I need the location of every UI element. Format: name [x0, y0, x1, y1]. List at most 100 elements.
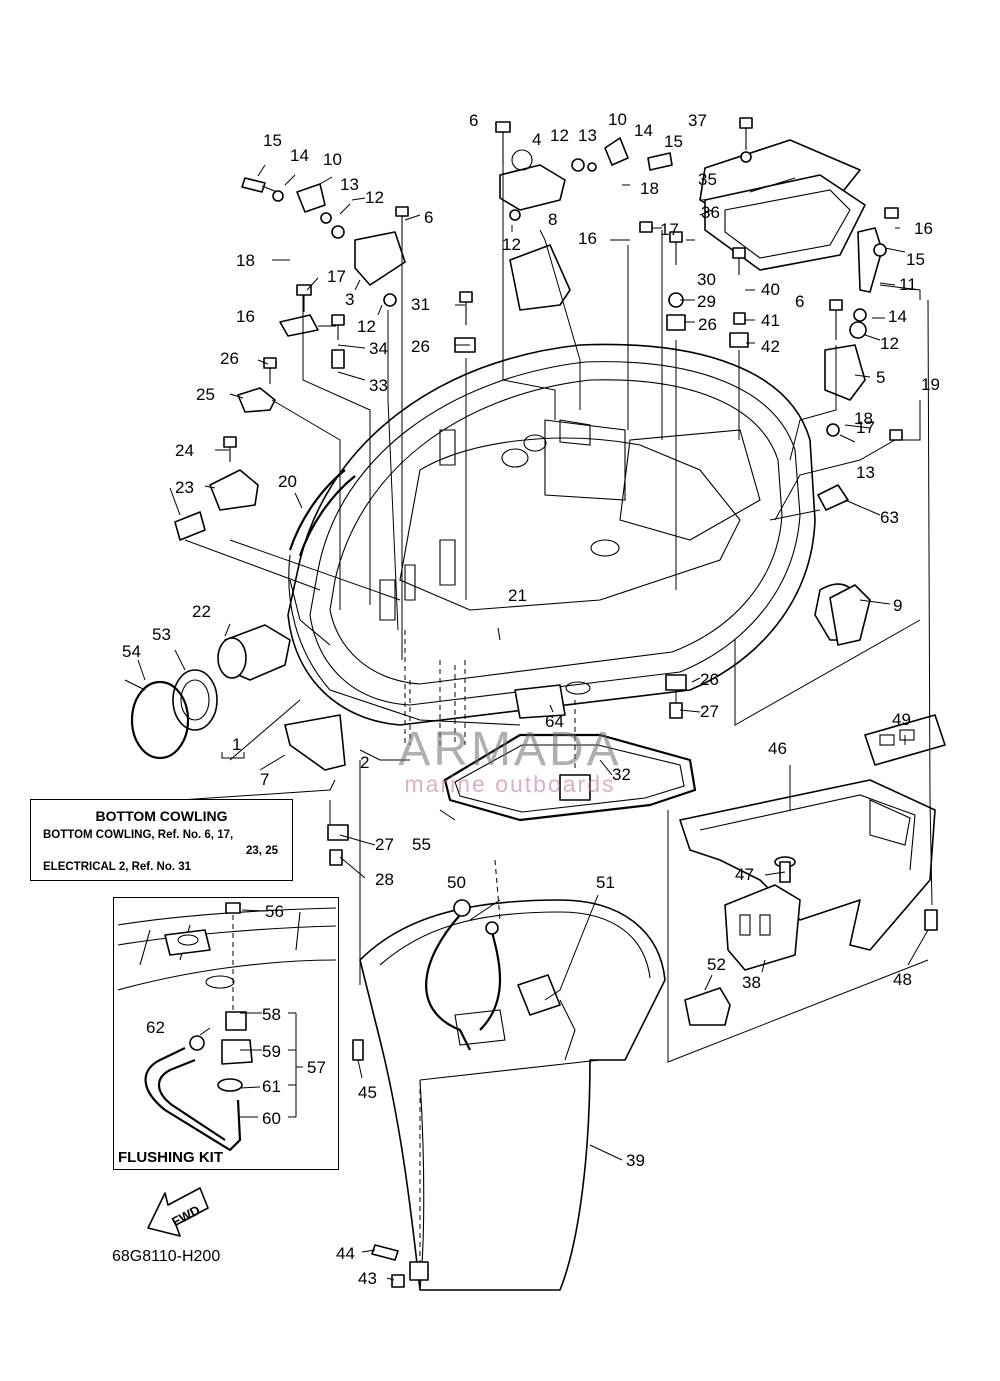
callout-52: 53: [152, 625, 171, 644]
callout-47: 48: [893, 970, 912, 989]
callout-12-right-upper: 12: [880, 334, 899, 353]
callout-49: 50: [447, 873, 466, 892]
callout-18-top: 18: [640, 179, 659, 198]
note-line-1: BOTTOM COWLING, Ref. No. 6, 17,: [43, 829, 234, 841]
callout-22: 23: [175, 478, 194, 497]
callout-55: 56: [265, 902, 284, 921]
callout-12-mid: 12: [502, 235, 521, 254]
callout-38: 39: [626, 1151, 645, 1170]
callout-4: 4: [532, 130, 541, 149]
callout-24: 25: [196, 385, 215, 404]
callout-6-left: 6: [424, 208, 433, 227]
callout-18-left: 18: [236, 251, 255, 270]
callout-20: 21: [508, 586, 527, 605]
leader-lines: [137, 164, 929, 1281]
callout-14-left: 14: [290, 146, 309, 165]
callout-37: 38: [742, 973, 761, 992]
callout-63: 64: [545, 712, 564, 731]
callout-58: 59: [262, 1042, 281, 1061]
callout-14-top: 14: [634, 121, 653, 140]
callout-18-right: 19: [921, 375, 940, 394]
bottom-cowling-drawing: [287, 343, 816, 726]
callout-26-top-right: 26: [698, 315, 717, 334]
callout-12-right-lower: 13: [856, 463, 875, 482]
callout-14-right: 15: [906, 250, 925, 269]
callout-7: 7: [260, 770, 269, 789]
callout-26-top-left: 26: [411, 337, 430, 356]
callout-33: 34: [369, 339, 388, 358]
callout-5: 5: [876, 368, 885, 387]
callout-29: 30: [697, 270, 716, 289]
callout-15-left: 15: [263, 131, 282, 150]
callout-6-top: 6: [469, 111, 478, 130]
callout-11: 11: [899, 275, 917, 294]
note-line-3: ELECTRICAL 2, Ref. No. 31: [43, 861, 192, 873]
callout-17-left: 17: [327, 267, 346, 286]
alignment-lines: [184, 165, 933, 1262]
callout-17-top: 17: [660, 220, 679, 239]
callout-30: 31: [411, 295, 430, 314]
callout-42: 43: [358, 1269, 377, 1288]
callout-26-mid-right: 26: [700, 670, 719, 689]
callout-40: 41: [761, 311, 780, 330]
callout-1: 1: [232, 735, 241, 754]
callout-59: 60: [262, 1109, 281, 1128]
diagram-code: 68G8110-H200: [112, 1248, 221, 1265]
flushing-kit-title: FLUSHING KIT: [118, 1149, 223, 1166]
callout-13-top: 13: [578, 126, 597, 145]
callout-51: 52: [707, 955, 726, 974]
callout-labels: 1 2 3 4 5 6 6 6 7 8 9 10 10 11 12 12 12 …: [122, 110, 940, 1288]
callout-16-left: 16: [236, 307, 255, 326]
note-line-2: 23, 25: [246, 845, 278, 857]
callout-39: 40: [761, 280, 780, 299]
callout-13-left: 13: [340, 175, 359, 194]
callout-3: 3: [345, 290, 354, 309]
callout-26-lower-left: 27: [375, 835, 394, 854]
bottom-cowling-note: BOTTOM COWLING BOTTOM COWLING, Ref. No. …: [30, 799, 293, 881]
fasteners-drawing: [223, 117, 938, 1288]
callout-10-left: 10: [323, 150, 342, 169]
callout-21: 22: [192, 602, 211, 621]
callout-10-top: 10: [608, 110, 627, 129]
callout-48: 49: [892, 710, 911, 729]
callout-44: 45: [358, 1083, 377, 1102]
callout-45: 46: [768, 739, 787, 758]
gasket-drawing: [443, 733, 697, 822]
callout-61: 62: [146, 1018, 165, 1037]
flushing-kit-drawing: [117, 902, 337, 1152]
callout-2: 2: [360, 753, 369, 772]
callout-60: 61: [262, 1077, 281, 1096]
flushing-kit-inset: FLUSHING KIT: [113, 897, 339, 1170]
callout-9: 9: [893, 596, 902, 615]
callout-23: 24: [175, 441, 194, 460]
callout-16-right: 17: [856, 418, 875, 437]
lower-apron-drawing: [359, 899, 666, 1291]
callout-12-left-upper: 12: [365, 188, 384, 207]
callout-57: 58: [262, 1005, 281, 1024]
top-parts-drawing: [499, 137, 883, 719]
callout-31: 32: [612, 765, 631, 784]
callout-15-top: 15: [664, 132, 683, 151]
callout-27-left: 28: [375, 870, 394, 889]
callout-17-right: 18: [854, 409, 873, 428]
callout-8: 8: [548, 210, 557, 229]
callout-43: 44: [336, 1244, 355, 1263]
callout-32: 33: [369, 376, 388, 395]
callout-6-right: 6: [795, 292, 804, 311]
callout-15-right: 16: [914, 219, 933, 238]
callout-54: 55: [412, 835, 431, 854]
callout-53: 54: [122, 642, 141, 661]
callout-36: 37: [688, 111, 707, 130]
callout-35: 36: [701, 203, 720, 222]
callout-12-top: 12: [550, 126, 569, 145]
forward-direction-arrow: FWD: [147, 1187, 209, 1237]
callout-34: 35: [698, 170, 717, 189]
callout-13-right: 14: [888, 307, 907, 326]
callout-41: 42: [761, 337, 780, 356]
callout-28: 29: [697, 292, 716, 311]
callout-16-top: 16: [578, 229, 597, 248]
callout-25: 26: [220, 349, 239, 368]
callout-62: 63: [880, 508, 899, 527]
callout-27-right: 27: [700, 702, 719, 721]
